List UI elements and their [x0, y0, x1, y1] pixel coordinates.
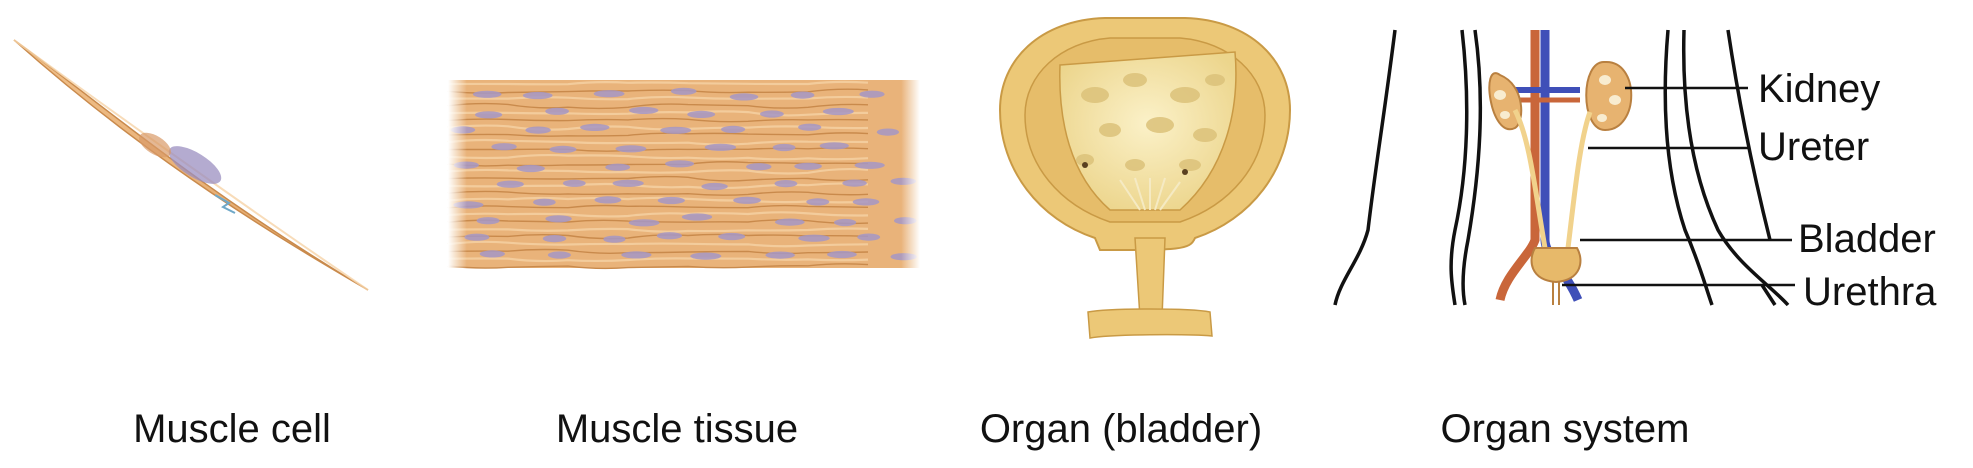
caption-muscle-cell: Muscle cell	[133, 407, 331, 451]
urethra-small	[1552, 282, 1560, 305]
muscle-tissue-illustration	[447, 80, 920, 270]
caption-organ-system: Organ system	[1441, 407, 1690, 451]
caption-muscle-tissue: Muscle tissue	[556, 407, 798, 451]
bladder-small	[1530, 247, 1582, 284]
urethral-sphincter	[1087, 308, 1213, 339]
ureter-left	[1512, 108, 1548, 249]
muscle-cell-illustration	[13, 39, 369, 291]
aorta	[1495, 30, 1540, 302]
urinary-system-illustration: Kidney Ureter Bladder Urethra	[1333, 29, 1937, 314]
ureter-right	[1565, 111, 1593, 249]
label-urethra: Urethra	[1803, 270, 1937, 314]
caption-organ-bladder: Organ (bladder)	[980, 407, 1262, 451]
callout-lines	[1562, 86, 1795, 287]
label-bladder: Bladder	[1798, 217, 1936, 261]
kidney-right	[1585, 60, 1633, 132]
muscle-cell-nucleus	[168, 146, 222, 184]
label-kidney: Kidney	[1758, 67, 1880, 111]
body-outline	[1333, 29, 1790, 307]
urethra-tube	[1134, 237, 1166, 319]
bladder-illustration	[998, 17, 1292, 339]
kidney-left	[1488, 72, 1523, 131]
label-ureter: Ureter	[1758, 125, 1869, 169]
